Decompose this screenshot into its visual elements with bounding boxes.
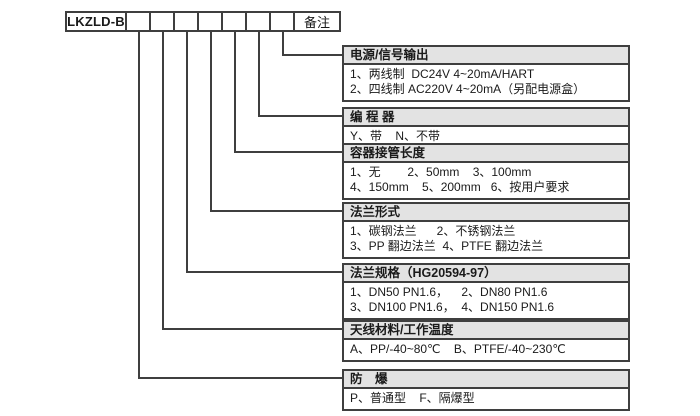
section-body: 1、两线制 DC24V 4~20mA/HART 2、四线制 AC220V 4~2… [342, 63, 630, 102]
section-title: 容器接管长度 [342, 143, 630, 163]
option-line: 3、PP 翻边法兰 4、PTFE 翻边法兰 [350, 239, 544, 253]
section-title: 编 程 器 [342, 107, 630, 127]
section-body: 1、碳钢法兰 2、不锈钢法兰 3、PP 翻边法兰 4、PTFE 翻边法兰 [342, 220, 630, 259]
section-body: 1、无 2、50mm 3、100mm 4、150mm 5、200mm 6、按用户… [342, 161, 630, 200]
code-box-3 [173, 11, 199, 32]
connector-line-flange-spec [186, 30, 344, 273]
connector-line-flange-type [210, 30, 344, 212]
code-box-2 [149, 11, 175, 32]
option-line: 1、无 2、50mm 3、100mm [350, 165, 532, 179]
code-box-7 [269, 11, 295, 32]
connector-line-nozzle-length [234, 30, 344, 153]
model-prefix-box: LKZLD-B [65, 11, 127, 32]
connector-line-explosion-proof [138, 30, 344, 379]
option-line: A、PP/-40~80℃ B、PTFE/-40~230℃ [350, 342, 566, 356]
option-line: P、普通型 F、隔爆型 [350, 391, 475, 405]
section-title: 法兰规格（HG20594-97） [342, 263, 630, 283]
code-box-6 [245, 11, 271, 32]
section-nozzle-length: 容器接管长度 1、无 2、50mm 3、100mm 4、150mm 5、200m… [342, 143, 630, 200]
remark-box: 备注 [293, 11, 341, 32]
connector-line-antenna-material [162, 30, 344, 330]
section-body: A、PP/-40~80℃ B、PTFE/-40~230℃ [342, 338, 630, 362]
section-title: 防 爆 [342, 369, 630, 389]
option-line: 1、DN50 PN1.6， 2、DN80 PN1.6 [350, 285, 548, 299]
option-line: 3、DN100 PN1.6， 4、DN150 PN1.6 [350, 300, 555, 314]
remark-label: 备注 [303, 15, 330, 30]
section-flange-spec: 法兰规格（HG20594-97） 1、DN50 PN1.6， 2、DN80 PN… [342, 263, 630, 320]
model-prefix-label: LKZLD-B [67, 14, 125, 29]
section-title: 天线材料/工作温度 [342, 320, 630, 340]
section-power-signal-output: 电源/信号输出 1、两线制 DC24V 4~20mA/HART 2、四线制 AC… [342, 45, 630, 102]
section-title: 法兰形式 [342, 202, 630, 222]
section-explosion-proof: 防 爆 P、普通型 F、隔爆型 [342, 369, 630, 411]
code-box-4 [197, 11, 223, 32]
section-body: P、普通型 F、隔爆型 [342, 387, 630, 411]
connector-line-power-signal [282, 30, 344, 56]
code-box-1 [125, 11, 151, 32]
option-line: 4、150mm 5、200mm 6、按用户要求 [350, 180, 570, 194]
section-antenna-material-temp: 天线材料/工作温度 A、PP/-40~80℃ B、PTFE/-40~230℃ [342, 320, 630, 362]
connector-line-programmer [258, 30, 344, 117]
option-line: Y、带 N、不带 [350, 129, 441, 143]
code-box-5 [221, 11, 247, 32]
section-body: 1、DN50 PN1.6， 2、DN80 PN1.6 3、DN100 PN1.6… [342, 281, 630, 320]
option-line: 1、碳钢法兰 2、不锈钢法兰 [350, 224, 516, 238]
model-code-row: LKZLD-B 备注 [65, 11, 341, 32]
option-line: 1、两线制 DC24V 4~20mA/HART [350, 67, 535, 81]
section-title: 电源/信号输出 [342, 45, 630, 65]
section-flange-type: 法兰形式 1、碳钢法兰 2、不锈钢法兰 3、PP 翻边法兰 4、PTFE 翻边法… [342, 202, 630, 259]
option-line: 2、四线制 AC220V 4~20mA（另配电源盒） [350, 82, 586, 96]
